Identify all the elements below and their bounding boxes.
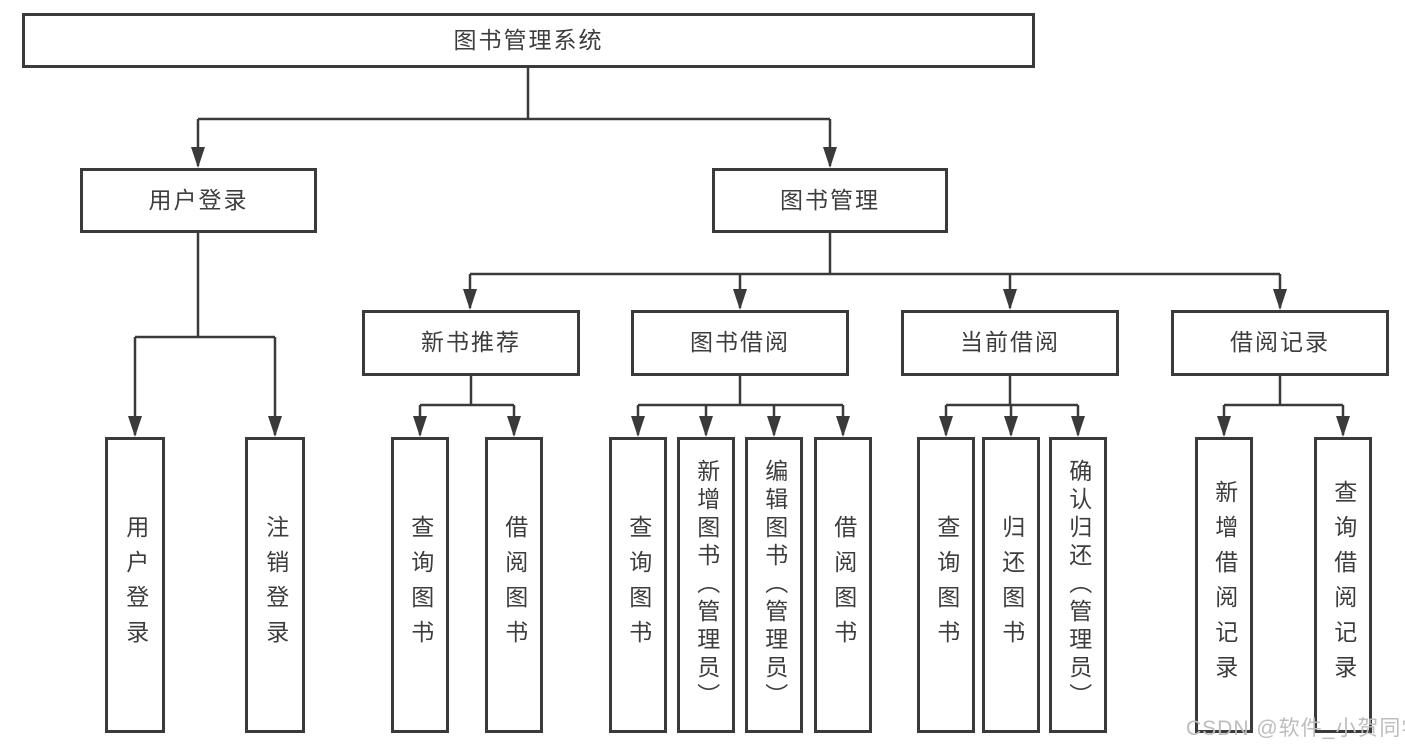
node-root: 图书管理系统	[22, 13, 1035, 68]
node-leaf-records-query-record: 查询借阅记录	[1314, 437, 1372, 733]
node-leaf-borrowing-query-books: 查询图书	[609, 437, 667, 733]
node-leaf-current-query-books: 查询图书	[917, 437, 975, 733]
edge-borrowing-records-bus	[1224, 376, 1343, 407]
node-leaf-user-login: 用户登录	[105, 437, 165, 733]
node-leaf-borrowing-edit-books-admin: 编辑图书（管理员）	[745, 437, 803, 733]
node-leaf-current-return-books: 归还图书	[982, 437, 1040, 733]
node-leaf-borrowing-borrow-books: 借阅图书	[814, 437, 872, 733]
edge-user-login-bus	[135, 233, 275, 339]
node-leaf-borrowing-add-books-admin: 新增图书（管理员）	[677, 437, 735, 733]
node-leaf-current-confirm-return-admin: 确认归还（管理员）	[1049, 437, 1107, 733]
node-leaf-logout: 注销登录	[245, 437, 305, 733]
edge-book-borrowing-bus	[638, 376, 843, 407]
edge-new-book-recommend-bus	[420, 376, 514, 407]
edge-current-borrowing-bus	[946, 376, 1078, 407]
edge-root-bus	[198, 68, 830, 121]
node-leaf-records-add-record: 新增借阅记录	[1195, 437, 1253, 733]
csdn-watermark: CSDN @软件_小贺同学	[1186, 717, 1405, 740]
edge-book-management-bus	[470, 233, 1280, 276]
node-borrowing-records: 借阅记录	[1171, 310, 1389, 376]
node-book-management: 图书管理	[712, 168, 948, 233]
node-new-book-recommend: 新书推荐	[362, 310, 580, 376]
node-user-login: 用户登录	[80, 168, 317, 233]
node-leaf-recommend-query-books: 查询图书	[391, 437, 449, 733]
node-leaf-recommend-borrow-books: 借阅图书	[485, 437, 543, 733]
node-current-borrowing: 当前借阅	[901, 310, 1119, 376]
node-book-borrowing: 图书借阅	[631, 310, 849, 376]
